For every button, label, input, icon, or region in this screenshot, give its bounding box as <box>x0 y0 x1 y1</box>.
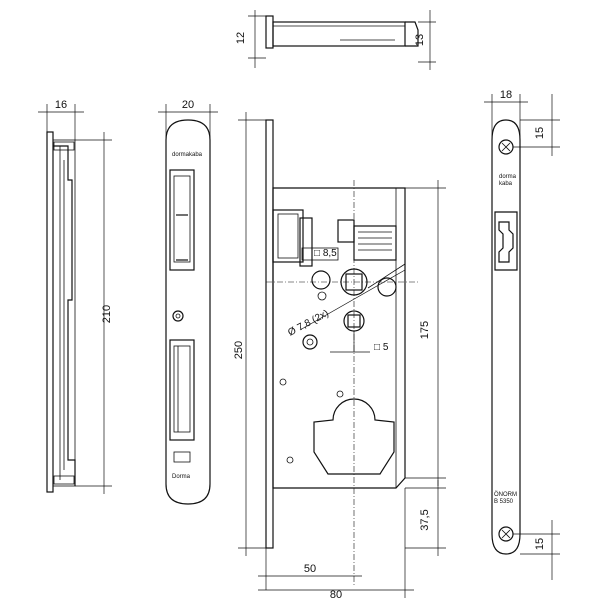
faceplate-front-view: dormakaba Dorma 20 <box>158 99 218 505</box>
dim-square-size: □ 8,5 <box>314 248 337 259</box>
dim-backset-height: 175 <box>419 321 431 339</box>
dim-right-width: 18 <box>500 89 512 101</box>
dim-bottom-offset: 37,5 <box>419 509 431 530</box>
right-logo-line2: kaba <box>499 181 513 187</box>
faceplate-logo: dormakaba <box>172 152 203 158</box>
right-logo-line3: ÖNORM <box>494 491 517 498</box>
faceplate-logo-bottom: Dorma <box>172 474 191 480</box>
side-strip-view: 16 210 <box>38 99 113 494</box>
dim-right-top-hole: 15 <box>534 127 546 139</box>
dim-faceplate-width: 20 <box>182 99 194 111</box>
dim-right-bottom-hole: 15 <box>534 538 546 550</box>
dim-lock-height: 250 <box>233 341 245 359</box>
right-logo-line1: dorma <box>499 174 517 180</box>
dim-left-strip-height: 210 <box>101 305 113 323</box>
right-logo-line4: B 5350 <box>494 499 514 505</box>
dim-backset: 50 <box>304 563 316 575</box>
dim-hole-diameter: Ø 7,8 (2x) <box>286 308 330 339</box>
top-view: 12 13 <box>235 10 436 70</box>
dim-top-left-height: 12 <box>235 32 247 44</box>
dim-small-square: □ 5 <box>374 342 389 353</box>
dim-body-width: 80 <box>330 589 342 600</box>
main-lock-body: □ 8,5 □ 5 Ø 7,8 (2x) 250 175 <box>233 112 446 600</box>
right-faceplate-view: dorma kaba ÖNORM B 5350 18 15 15 <box>484 89 560 580</box>
dim-top-right-height: 13 <box>414 34 426 46</box>
dim-left-strip-width: 16 <box>55 99 67 111</box>
